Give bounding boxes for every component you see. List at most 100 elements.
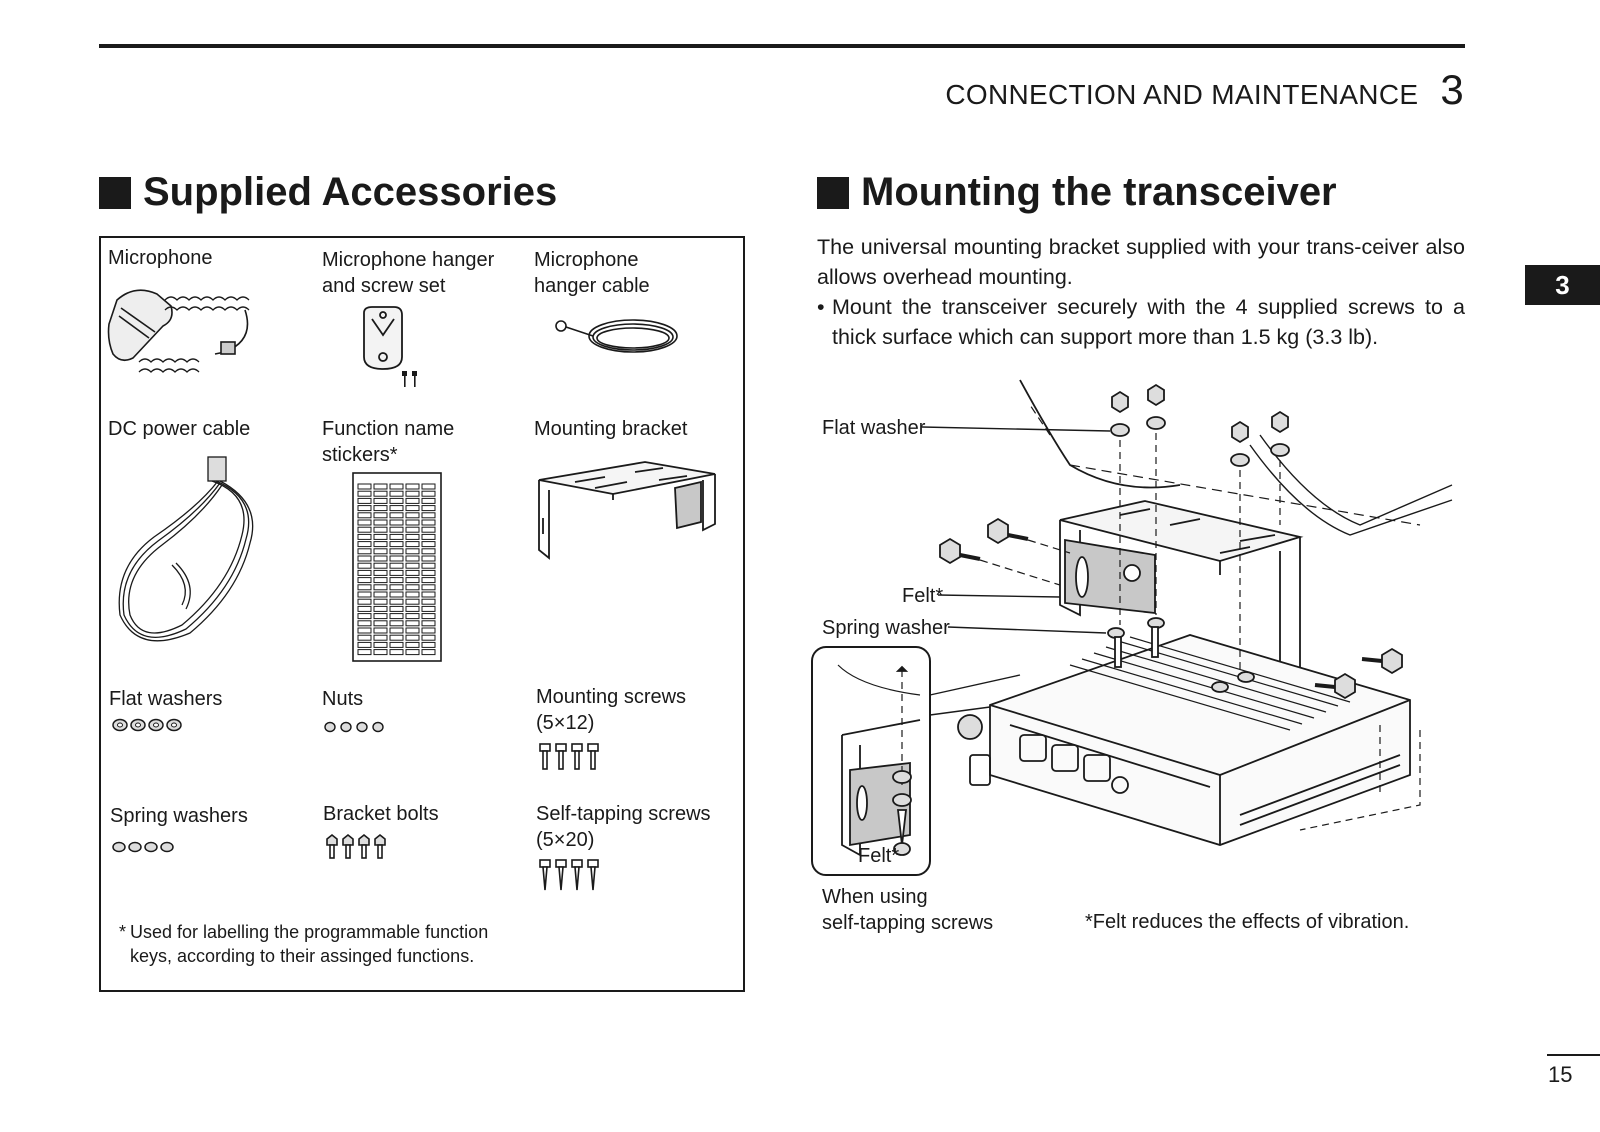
sticker-cell: [421, 548, 436, 555]
heading-square-icon: [817, 176, 849, 209]
sticker-cell: [421, 634, 436, 641]
sticker-cell: [421, 519, 436, 526]
mounting-bullet: Mount the transceiver securely with the …: [832, 295, 1465, 349]
accessories-heading: Supplied Accessories: [99, 170, 557, 215]
page-header: CONNECTION AND MAINTENANCE 3: [945, 66, 1464, 114]
sticker-cell: [405, 497, 420, 504]
sticker-cell: [405, 541, 420, 548]
nuts-illustration: [324, 721, 384, 733]
bullet-mark: •: [817, 295, 825, 319]
sticker-cell: [421, 512, 436, 519]
item-label-bracket-bolts: Bracket bolts: [323, 803, 439, 825]
sticker-cell: [421, 584, 436, 591]
label-spring-washer: Spring washer: [822, 617, 950, 639]
sticker-cell: [357, 634, 372, 641]
sticker-cell: [405, 562, 420, 569]
sticker-cell: [389, 541, 404, 548]
chapter-tab[interactable]: 3: [1525, 265, 1600, 305]
bracket-illustration: [538, 461, 716, 560]
mounting-diagram: [811, 379, 1453, 876]
sticker-cell: [373, 512, 388, 519]
sticker-cell: [373, 541, 388, 548]
sticker-cell: [373, 627, 388, 634]
sticker-cell: [357, 490, 372, 497]
sticker-cell: [389, 548, 404, 555]
sticker-cell: [373, 613, 388, 620]
item-label-bracket: Mounting bracket: [534, 418, 688, 440]
sticker-cell: [389, 497, 404, 504]
heading-square-icon: [99, 176, 131, 209]
sticker-cell: [373, 548, 388, 555]
spring-washers-illustration: [112, 841, 174, 853]
stickers-illustration: [352, 472, 442, 662]
chapter-number: 3: [1440, 66, 1464, 113]
sticker-cell: [389, 634, 404, 641]
sticker-cell: [405, 634, 420, 641]
self-tapping-screws-illustration: [539, 859, 599, 891]
sticker-cell: [421, 627, 436, 634]
sticker-cell: [373, 483, 388, 490]
sticker-cell: [405, 526, 420, 533]
sticker-cell: [421, 649, 436, 656]
microphone-illustration: [107, 289, 250, 373]
label-inset-felt: Felt*: [858, 845, 900, 867]
accessories-footnote-mark: *: [119, 922, 127, 942]
felt-footnote: *Felt reduces the effects of vibration.: [1085, 911, 1410, 933]
item-label-stickers: Function name stickers*: [322, 418, 455, 466]
sticker-cell: [357, 562, 372, 569]
sticker-cell: [405, 569, 420, 576]
sticker-cell: [405, 548, 420, 555]
sticker-cell: [373, 591, 388, 598]
sticker-cell: [389, 591, 404, 598]
sticker-cell: [357, 533, 372, 540]
item-label-nuts: Nuts: [322, 688, 364, 710]
sticker-cell: [389, 490, 404, 497]
sticker-cell: [373, 605, 388, 612]
sticker-cell: [405, 584, 420, 591]
sticker-cell: [357, 526, 372, 533]
sticker-cell: [357, 512, 372, 519]
sticker-cell: [373, 505, 388, 512]
item-label-hanger-cable: Microphone hanger cable: [534, 249, 650, 297]
sticker-cell: [421, 569, 436, 576]
sticker-cell: [389, 584, 404, 591]
sticker-cell: [357, 577, 372, 584]
sticker-cell: [421, 591, 436, 598]
sticker-cell: [373, 533, 388, 540]
sticker-cell: [421, 598, 436, 605]
sticker-cell: [389, 569, 404, 576]
item-label-hanger: Microphone hanger and screw set: [322, 249, 495, 297]
sticker-cell: [357, 627, 372, 634]
sticker-cell: [389, 483, 404, 490]
sticker-cell: [357, 519, 372, 526]
sticker-cell: [373, 620, 388, 627]
sticker-cell: [357, 649, 372, 656]
sticker-cell: [389, 533, 404, 540]
sticker-cell: [421, 505, 436, 512]
sticker-cell: [389, 649, 404, 656]
sticker-cell: [357, 555, 372, 562]
label-felt: Felt*: [902, 585, 944, 607]
sticker-cell: [421, 641, 436, 648]
sticker-cell: [421, 541, 436, 548]
sticker-cell: [373, 490, 388, 497]
section-title: CONNECTION AND MAINTENANCE: [945, 79, 1419, 110]
label-flat-washer: Flat washer: [822, 417, 926, 439]
sticker-cell: [389, 620, 404, 627]
item-label-mounting-screws: Mounting screws (5×12): [536, 686, 687, 734]
sticker-cell: [389, 605, 404, 612]
sticker-cell: [373, 526, 388, 533]
sticker-cell: [405, 483, 420, 490]
sticker-cell: [389, 512, 404, 519]
sticker-cell: [405, 555, 420, 562]
sticker-cell: [405, 490, 420, 497]
sticker-cell: [405, 620, 420, 627]
sticker-cell: [421, 620, 436, 627]
sticker-cell: [373, 641, 388, 648]
sticker-cell: [421, 555, 436, 562]
sticker-cell: [421, 562, 436, 569]
sticker-cell: [405, 519, 420, 526]
sticker-cell: [357, 591, 372, 598]
mounting-screws-illustration: [539, 743, 599, 770]
sticker-cell: [357, 483, 372, 490]
